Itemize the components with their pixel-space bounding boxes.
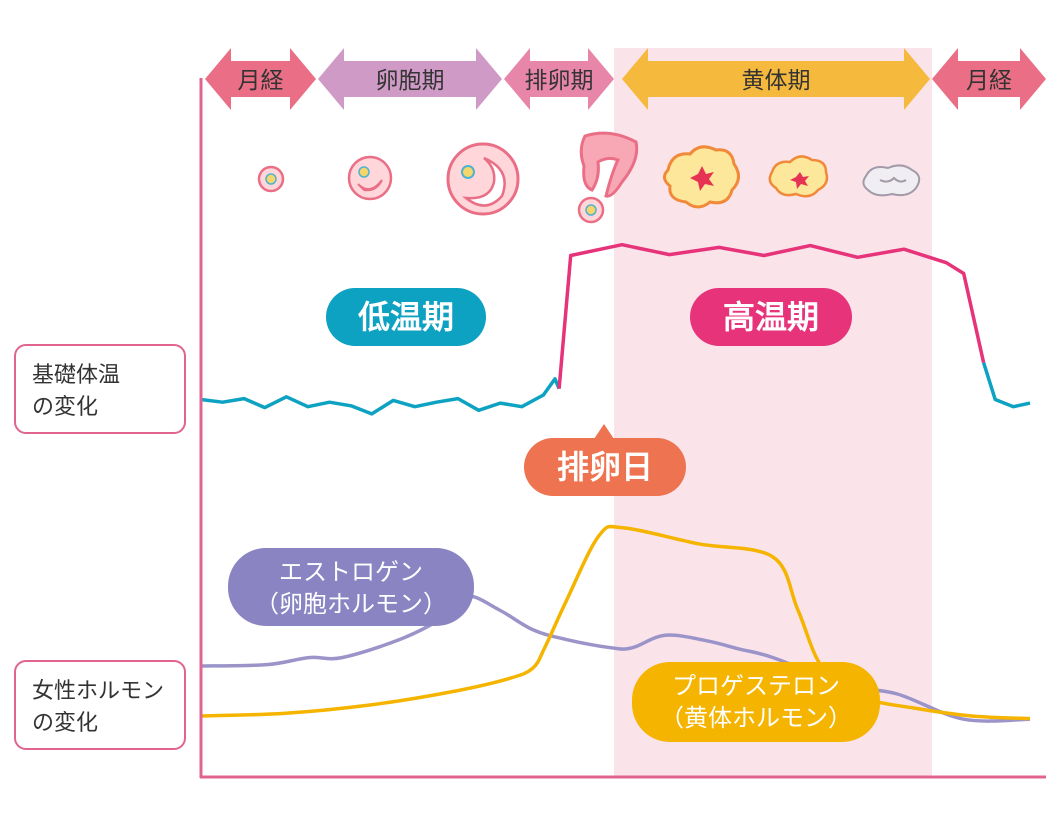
phase-label-2: 卵胞期	[376, 68, 445, 94]
phase-label-3: 排卵期	[525, 68, 594, 94]
corpus-luteum-shrinking-icon	[768, 155, 829, 198]
ovulation-pointer	[592, 424, 616, 442]
estrogen-subtitle: （卵胞ホルモン）	[255, 590, 447, 618]
phase-arrow-1	[205, 48, 316, 110]
progesterone-subtitle: （黄体ホルモン）	[660, 704, 852, 732]
temp-low-line-2	[981, 362, 1031, 409]
hormone-label-line2: の変化	[32, 711, 99, 736]
phase-arrow-3	[504, 48, 614, 110]
phase-label-5: 月経	[966, 68, 1012, 94]
phase-label-4: 黄体期	[742, 68, 811, 94]
temp-high-line	[557, 242, 986, 389]
high-temp-pill: 高温期	[690, 288, 852, 346]
ovulation-rupture-icon	[577, 131, 639, 224]
temperature-row-label: 基礎体温 の変化	[14, 344, 186, 434]
phase-arrow-2	[318, 48, 502, 110]
corpus-albicans-icon	[862, 164, 921, 197]
phase-arrows: 月経 卵胞期 排卵期 黄体期 月経	[205, 48, 1046, 110]
phase-arrow-4	[622, 48, 930, 110]
follicle-small-icon	[257, 165, 285, 193]
estrogen-name: エストロゲン	[279, 558, 423, 586]
ovulation-day-pill: 排卵日	[524, 438, 686, 496]
low-temp-pill: 低温期	[326, 288, 486, 346]
hormone-label-line1: 女性ホルモン	[32, 679, 165, 704]
temperature-label-line2: の変化	[32, 395, 99, 420]
temp-low-line-1	[200, 377, 561, 416]
corpus-luteum-icon	[663, 145, 740, 209]
phase-arrow-5	[932, 48, 1046, 110]
estrogen-pill: エストロゲン （卵胞ホルモン）	[228, 548, 474, 626]
hormone-row-label: 女性ホルモン の変化	[14, 660, 186, 750]
temperature-label-line1: 基礎体温	[32, 363, 121, 388]
progesterone-name: プロゲステロン	[672, 672, 840, 700]
follicle-large-icon	[446, 142, 520, 216]
progesterone-pill: プロゲステロン （黄体ホルモン）	[632, 662, 880, 742]
phase-label-1: 月経	[238, 68, 284, 94]
follicle-medium-icon	[347, 155, 393, 201]
